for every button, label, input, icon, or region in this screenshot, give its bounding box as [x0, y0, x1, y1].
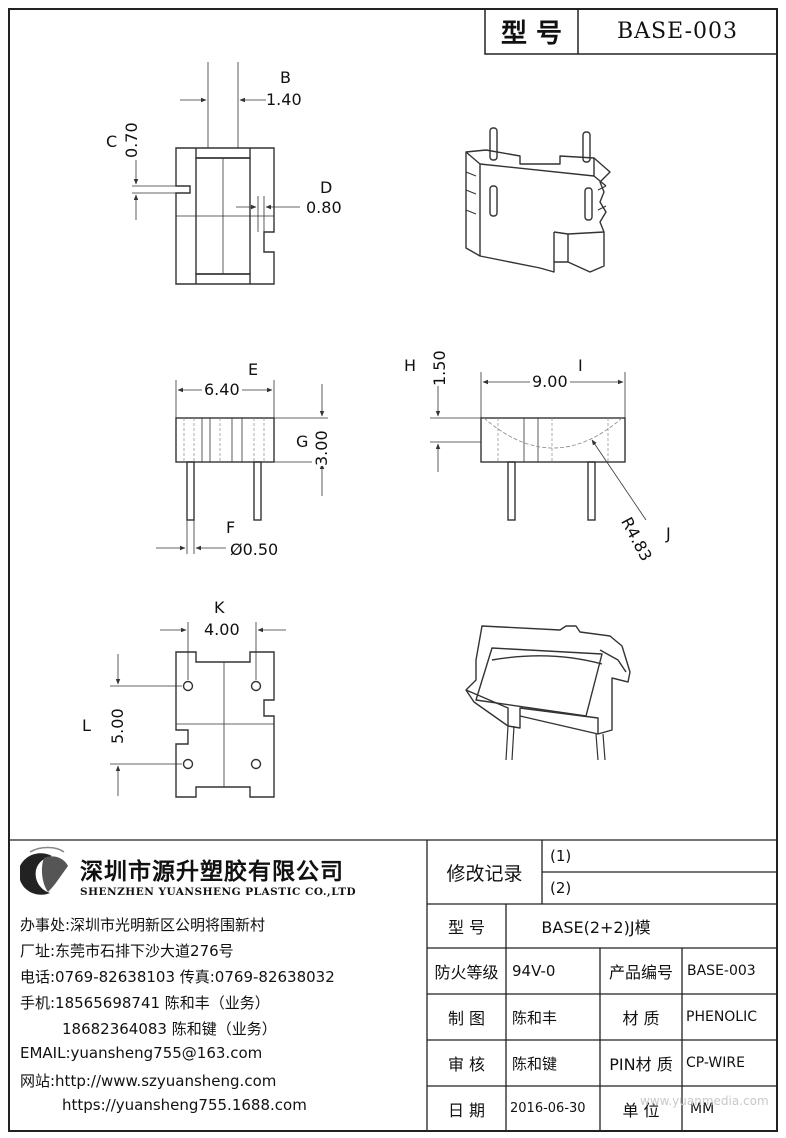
- info-check-label: 审 核: [447, 1055, 486, 1074]
- top-title-box: [484, 8, 778, 55]
- dim-l-letter: L: [82, 716, 91, 735]
- company-email[interactable]: EMAIL:yuansheng755@163.com: [20, 1044, 263, 1062]
- top-model-label: 型 号: [500, 19, 563, 49]
- dim-c-letter: C: [106, 132, 118, 151]
- info-unit-value: MM: [690, 1100, 715, 1117]
- info-product-no-value: BASE-003: [687, 963, 756, 979]
- dim-i-value: 9.00: [530, 372, 570, 391]
- company-name-cn: 深圳市源升塑胶有限公司: [80, 859, 344, 885]
- company-logo: [20, 846, 68, 895]
- dim-i-letter: I: [578, 356, 583, 375]
- info-product-no-label: 产品编号: [608, 963, 673, 982]
- title-block-grid: [9, 839, 777, 1131]
- bottom-view: [110, 622, 286, 798]
- sheet-border: [8, 8, 778, 1132]
- info-drawn-value: 陈和丰: [512, 1008, 558, 1027]
- top-model-value: BASE-003: [616, 19, 739, 44]
- revision-row-2: (2): [550, 879, 572, 897]
- dim-e-letter: E: [248, 360, 259, 379]
- top-view: [132, 62, 300, 285]
- dim-h-letter: H: [404, 356, 417, 375]
- dim-g-value: 3.00: [312, 430, 331, 466]
- dim-k-value: 4.00: [204, 620, 240, 639]
- info-material-value: PHENOLIC: [686, 1009, 758, 1025]
- dim-d-letter: D: [320, 178, 333, 197]
- info-model-value: BASE(2+2)J模: [541, 918, 651, 937]
- dim-f-value: Ø0.50: [230, 540, 279, 559]
- info-pin-label: PIN材 质: [609, 1055, 673, 1074]
- dim-g-letter: G: [296, 432, 309, 451]
- company-mobile-2: 18682364083 陈和键（业务）: [62, 1020, 277, 1038]
- revision-label: 修改记录: [446, 862, 523, 885]
- info-model-label: 型 号: [447, 918, 486, 937]
- dim-e-value: 6.40: [202, 380, 242, 399]
- side-view: [430, 372, 647, 521]
- dim-b-letter: B: [280, 68, 291, 87]
- company-factory: 厂址:东莞市石排下沙大道276号: [20, 942, 234, 960]
- dim-l-value: 5.00: [108, 708, 127, 744]
- info-fire-label: 防火等级: [434, 963, 499, 982]
- company-name-en: SHENZHEN YUANSHENG PLASTIC CO.,LTD: [80, 886, 357, 898]
- company-phone-fax: 电话:0769-82638103 传真:0769-82638032: [20, 968, 335, 986]
- info-drawn-label: 制 图: [447, 1009, 486, 1028]
- watermark: www.yuanmedia.com: [640, 1094, 769, 1108]
- revision-row-1: (1): [550, 847, 572, 865]
- isometric-view-2: [465, 625, 631, 761]
- isometric-view-1: [465, 127, 611, 273]
- info-date-label: 日 期: [447, 1100, 486, 1120]
- dim-k-letter: K: [214, 598, 225, 617]
- dim-d-value: 0.80: [306, 198, 342, 217]
- info-material-label: 材 质: [622, 1009, 660, 1028]
- front-view: [156, 380, 328, 554]
- info-pin-value: CP-WIRE: [686, 1055, 745, 1071]
- info-check-value: 陈和键: [512, 1054, 558, 1073]
- company-shop-url[interactable]: https://yuansheng755.1688.com: [62, 1096, 307, 1114]
- info-unit-label: 单 位: [622, 1100, 660, 1120]
- dim-b-value: 1.40: [266, 90, 302, 109]
- info-fire-value: 94V-0: [512, 962, 556, 980]
- info-date-value: 2016-06-30: [510, 1101, 586, 1116]
- company-website[interactable]: 网站:http://www.szyuansheng.com: [20, 1072, 277, 1090]
- company-office: 办事处:深圳市光明新区公明将围新村: [20, 916, 266, 934]
- dim-c-value: 0.70: [122, 122, 141, 158]
- dim-f-letter: F: [226, 518, 236, 537]
- dim-h-value: 1.50: [430, 350, 449, 386]
- company-mobile-1: 手机:18565698741 陈和丰（业务）: [20, 994, 270, 1012]
- dim-j-letter-visible: J: [666, 524, 671, 543]
